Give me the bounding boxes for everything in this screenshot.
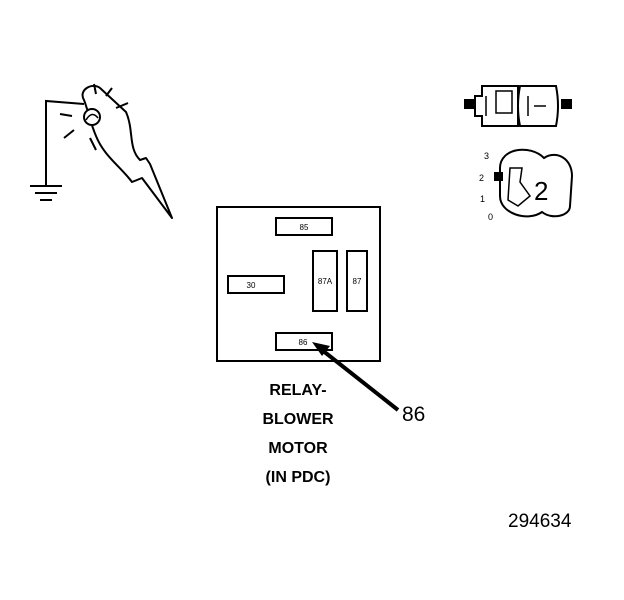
callout-arrowhead-icon [312,342,330,356]
switch-current-setting: 2 [534,176,548,206]
light-rays-icon [59,83,129,151]
relay-pin-86-label: 86 [299,338,308,347]
connector-icon [464,85,572,127]
relay-pin-30 [227,275,285,294]
ground-symbol-icon [30,185,62,201]
relay-pin-85 [275,217,333,236]
figure-number: 294634 [508,511,572,532]
relay-caption-line-1: RELAY- [269,382,326,399]
switch-position-marker [494,172,503,181]
relay-pin-87-label: 87 [353,277,362,286]
blower-switch-knob [494,148,574,218]
callout-arrow [320,348,400,412]
relay-caption-line-2: BLOWER [262,411,334,428]
switch-position-3: 3 [484,151,489,161]
relay-pin-30-label: 30 [247,281,256,290]
switch-position-2: 2 [479,173,484,183]
switch-position-0: 0 [488,212,493,222]
relay-caption-line-3: MOTOR [268,440,328,457]
relay-pin-87a-label: 87A [318,277,333,286]
callout-label: 86 [402,403,425,426]
relay-pin-87a [312,250,338,312]
relay-pin-87 [346,250,368,312]
relay-pin-85-label: 85 [300,223,309,232]
bulb-icon [83,108,101,126]
test-light-probe [30,83,173,219]
relay-caption-line-4: (IN PDC) [266,469,331,486]
switch-position-1: 1 [480,194,485,204]
ground-wire [45,99,85,186]
probe-body [81,84,173,219]
